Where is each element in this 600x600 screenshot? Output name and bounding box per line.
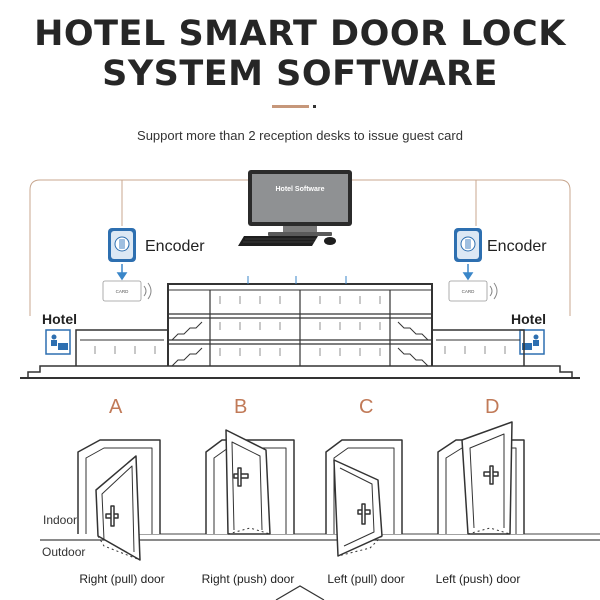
hotel-label-right: Hotel — [511, 311, 546, 327]
door-c-illustration — [325, 439, 403, 557]
encoder-device-right — [454, 228, 482, 262]
door-caption-b: Right (push) door — [201, 572, 295, 586]
card-text-right: CARD — [462, 289, 476, 294]
title-accent-dot — [313, 105, 316, 108]
encoder-device-left — [108, 228, 136, 262]
subtitle: Support more than 2 reception desks to i… — [137, 128, 463, 143]
door-d-illustration — [437, 421, 525, 535]
guest-card-right — [448, 280, 498, 302]
door-letter-a: A — [109, 396, 123, 418]
title-accent-bar — [272, 105, 309, 108]
hotel-building — [20, 283, 580, 379]
monitor-text: Hotel Software — [275, 186, 324, 193]
title-line-1: HOTEL SMART DOOR LOCK — [34, 14, 566, 54]
guest-card-left — [102, 280, 152, 302]
chevron-down-icon — [275, 585, 325, 600]
room-locks — [94, 296, 506, 356]
door-caption-a: Right (pull) door — [79, 572, 165, 586]
reception-desk-icon-left — [45, 329, 71, 355]
title-line-2: SYSTEM SOFTWARE — [102, 54, 498, 94]
encoder-label-left: Encoder — [145, 238, 205, 255]
door-b-illustration — [205, 429, 295, 535]
computer-icon — [238, 170, 352, 246]
network-wiring — [29, 179, 571, 316]
door-caption-d: Left (push) door — [435, 572, 521, 586]
door-a-illustration — [77, 439, 161, 561]
door-letter-c: C — [359, 396, 374, 418]
signal-markers — [247, 276, 347, 284]
encoder-label-right: Encoder — [487, 238, 547, 255]
door-letter-d: D — [485, 396, 500, 418]
hotel-label-left: Hotel — [42, 311, 77, 327]
indoor-label: Indoor — [43, 513, 78, 527]
door-caption-c: Left (pull) door — [327, 572, 405, 586]
door-letter-b: B — [234, 396, 248, 418]
outdoor-label: Outdoor — [42, 545, 86, 559]
card-text-left: CARD — [116, 289, 130, 294]
encoder-arrows — [116, 264, 474, 281]
